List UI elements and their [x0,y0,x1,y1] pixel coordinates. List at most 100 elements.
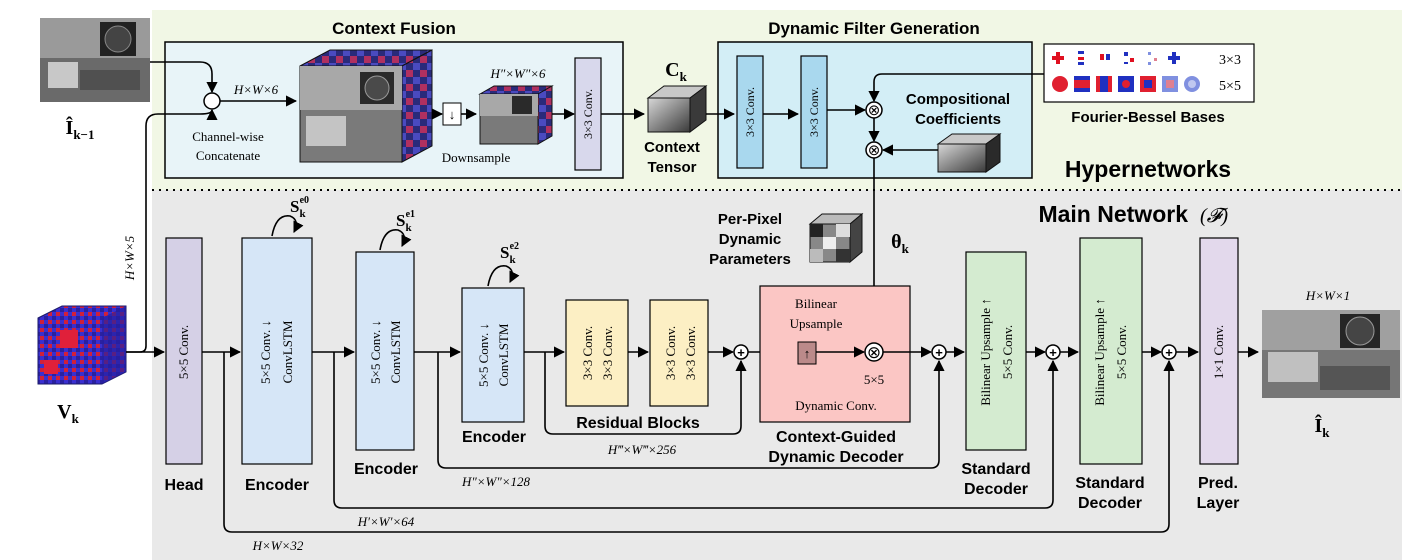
filter-conv2-block [800,55,828,169]
bases-row-5x5 [1052,76,1200,92]
encoder1-line1: 5×5 Conv. ↓ [258,320,273,384]
encoder3-line1: 5×5 Conv. ↓ [476,323,491,387]
residual1-conv1: 3×3 Conv. [580,326,595,380]
skip-128-label: H″×W″×128 [461,474,531,489]
bases-row-3x3 [1052,51,1180,65]
residual-block-1 [565,299,629,407]
residual2-conv2: 3×3 Conv. [683,326,698,380]
dyn-upsample-box [797,341,817,365]
skip-128-line [437,352,945,469]
prev-frame-arrow [150,61,218,94]
input-dim-label: H×W×5 [122,235,137,281]
coeff-label-2: Coefficients [915,111,1001,128]
encoder2-recurrence-arrow [379,229,412,251]
mult-node-bases-symbol: ⊗ [868,103,881,119]
head-label: Head [164,477,203,494]
encoder1-state: Ske0 [290,195,309,220]
output-label: Îk [1314,413,1330,440]
residual-block-2 [649,299,709,407]
concat-node [203,92,221,110]
bases-row2-label: 5×5 [1219,79,1241,94]
pred-label-1: Pred. [1198,475,1238,492]
decoder2-line2: 5×5 Conv. [1114,325,1129,379]
prev-frame-label: Îk−1 [66,115,95,142]
context-fusion-title: Context Fusion [332,19,456,38]
residual1-conv2: 3×3 Conv. [600,326,615,380]
encoder1-label: Encoder [245,477,309,494]
encoder2-state: Ske1 [396,209,415,234]
concat-label-2: Concatenate [196,148,260,163]
prev-frame-image [40,18,150,102]
decoder1-line2: 5×5 Conv. [1000,325,1015,379]
pred-label-2: Layer [1197,495,1240,512]
voxel-grid-icon [37,305,127,385]
dynamic-filter-title: Dynamic Filter Generation [768,19,980,38]
downsample-symbol: ↓ [449,107,456,122]
encoder3-block [461,287,525,423]
decoder1-line1: Bilinear Upsample ↑ [978,298,993,406]
bases-to-mult-arrow [868,73,1044,103]
concat-label-1: Channel-wise [192,129,264,144]
dyn-decoder-label-2: Dynamic Decoder [768,449,903,466]
context-fusion-conv-label: 3×3 Conv. [581,89,595,139]
plus-node-4-symbol: + [1165,345,1173,360]
hypernetworks-title: Hypernetworks [1065,156,1231,182]
dyn-decoder-label-1: Context-Guided [776,429,896,446]
decoder2-label-1: Standard [1075,475,1144,492]
decoder2-block [1079,237,1143,465]
context-tensor-cube [646,85,708,133]
filter-conv2-label: 3×3 Conv. [807,87,821,137]
encoder1-recurrence-arrow [271,215,304,237]
main-network-symbol: (𝓕) [1200,205,1229,227]
pred-conv-label: 1×1 Conv. [1211,325,1226,379]
coefficients-cube [936,133,1002,173]
dyn-upsample-1: Bilinear [795,296,838,311]
decoder1-block [965,251,1027,451]
dyn-upsample-2: Upsample [790,316,843,331]
encoder1-line2: ConvLSTM [280,320,295,383]
dyn-conv-2: Dynamic Conv. [795,398,876,413]
mult-node-coeff-symbol: ⊗ [868,143,881,159]
dim-full-label: H×W×6 [233,82,279,97]
skip-256-label: H‴×W‴×256 [607,442,677,457]
filter-conv1-block [736,55,764,169]
per-pixel-line3: Parameters [709,251,791,268]
skip-64-label: H′×W′×64 [357,514,415,529]
plus-node-3-symbol: + [1049,345,1057,360]
decoder1-label-1: Standard [961,461,1030,478]
residual-label: Residual Blocks [576,415,700,432]
head-conv-label: 5×5 Conv. [176,325,191,379]
encoder1-block [241,237,313,465]
voxel-label: Vk [57,401,79,426]
output-frame-image [1262,310,1400,398]
main-network-title: Main Network [1038,201,1188,227]
decoder2-label-2: Decoder [1078,495,1142,512]
encoder3-recurrence-arrow [487,265,520,287]
output-dim-label: H×W×1 [1305,288,1350,303]
skip-64-line [333,352,1059,509]
downsample-label: Downsample [442,150,511,165]
encoder2-block [355,251,415,451]
context-tensor-symbol: Ck [665,59,687,84]
voxel-to-concat-arrow [126,108,218,353]
dyn-mult-node-symbol: ⊗ [867,343,881,362]
skip-32-label: H×W×32 [252,538,304,553]
context-fusion-conv-block [574,57,602,171]
plus-node-1-symbol: + [737,345,745,360]
encoder2-label: Encoder [354,461,418,478]
skip-256-line [544,352,747,435]
theta-label: θk [891,231,909,256]
encoder3-line2: ConvLSTM [496,323,511,386]
coeff-label-1: Compositional [906,91,1010,108]
encoder3-state: Ske2 [500,241,519,266]
dyn-conv-1: 5×5 [864,372,884,387]
bases-label: Fourier-Bessel Bases [1071,109,1224,126]
encoder2-line1: 5×5 Conv. ↓ [368,320,383,384]
encoder2-line2: ConvLSTM [388,320,403,383]
encoder3-label: Encoder [462,429,526,446]
decoder2-line1: Bilinear Upsample ↑ [1092,298,1107,406]
decoder1-label-2: Decoder [964,481,1028,498]
filter-conv1-label: 3×3 Conv. [743,87,757,137]
per-pixel-params-cube [808,212,864,264]
